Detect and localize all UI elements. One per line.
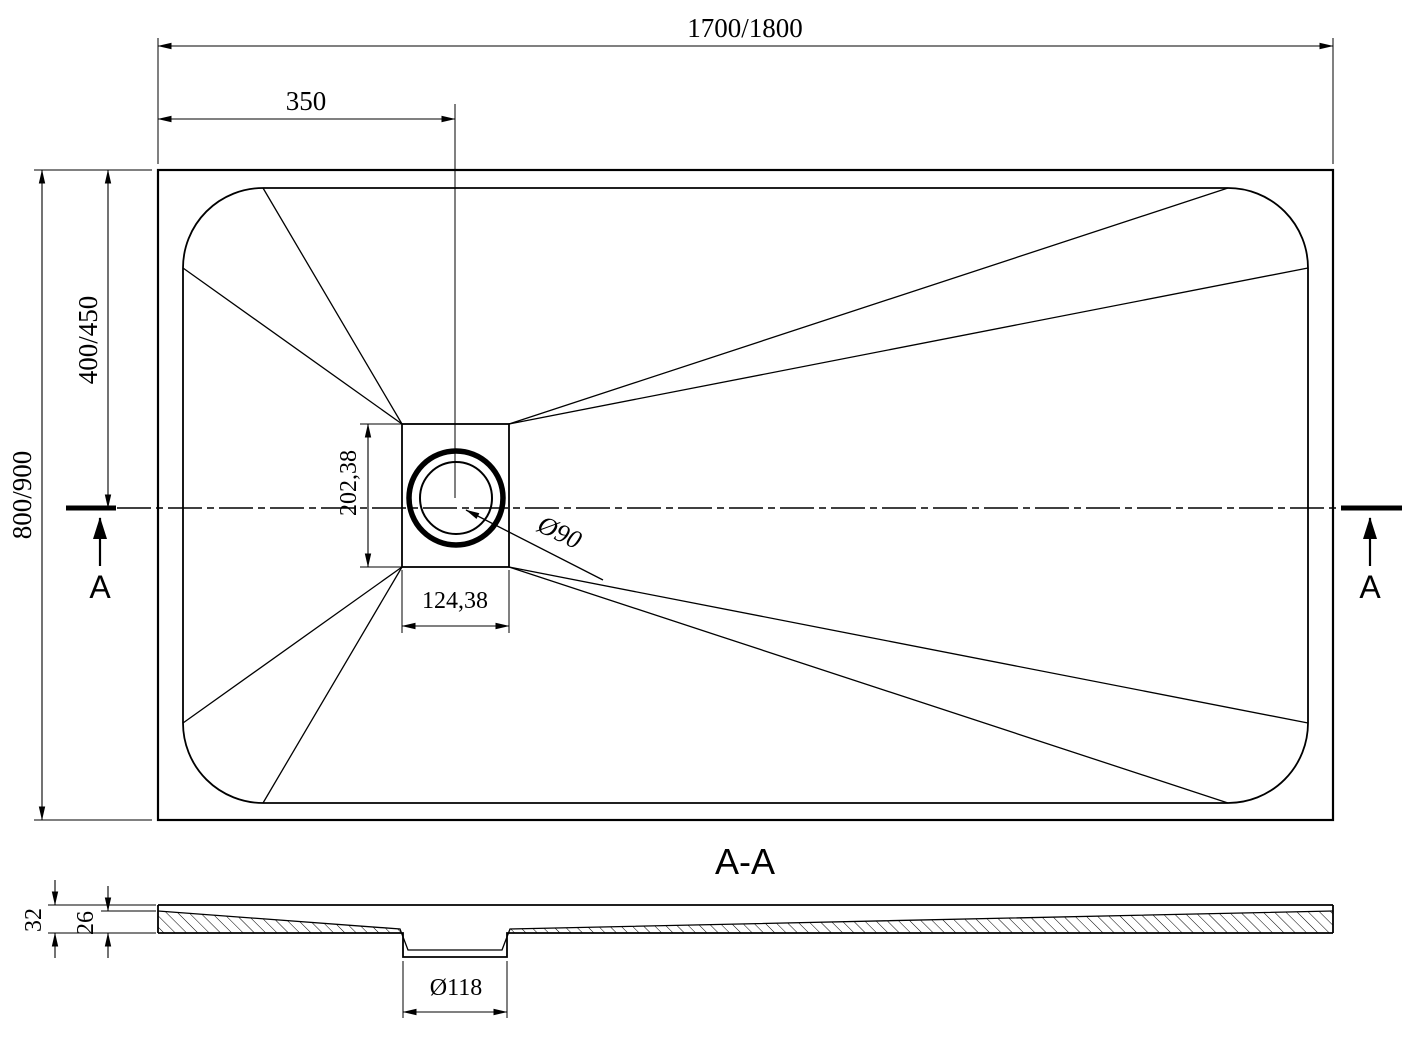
basin-rounded-edge xyxy=(182,187,1309,804)
slope-line xyxy=(508,267,1309,425)
slope-line xyxy=(262,187,403,425)
section-outline xyxy=(157,904,1334,958)
dim-drain-plate-width-label: 124,38 xyxy=(422,588,488,614)
section-view: A-A 32 26 xyxy=(21,841,1334,1018)
section-label-left: A xyxy=(89,569,111,605)
dim-center-offset-label: 400/450 xyxy=(73,296,103,385)
drain-ring-outer xyxy=(406,448,506,548)
section-label-right: A xyxy=(1359,569,1381,605)
dim-height-label: 800/900 xyxy=(7,451,37,540)
hatch-right xyxy=(507,911,1333,933)
top-view: A A 1700/1800 350 800/900 400/450 xyxy=(7,13,1402,822)
dim-width-label: 1700/1800 xyxy=(687,13,803,43)
slope-line xyxy=(508,187,1229,425)
section-bottom-profile xyxy=(158,932,1333,958)
slope-line xyxy=(508,566,1309,724)
slope-line xyxy=(262,566,403,804)
dim-inner-height-label: 26 xyxy=(73,911,99,935)
drain-diameter-leader xyxy=(465,509,604,581)
slope-line xyxy=(182,566,403,724)
section-dimensions: 32 26 Ø118 xyxy=(21,880,508,1018)
drain-ring-inner xyxy=(419,461,493,535)
dim-drain-plate-height-label: 202,38 xyxy=(336,450,362,516)
dim-drain-hole-label: Ø118 xyxy=(430,975,482,1001)
hatch-left xyxy=(158,911,403,933)
slope-line xyxy=(182,267,403,425)
dim-edge-height-label: 32 xyxy=(21,908,47,932)
dim-drain-offset-label: 350 xyxy=(286,86,327,116)
section-markers: A A xyxy=(89,517,1381,605)
slope-lines xyxy=(182,187,1309,804)
section-title: A-A xyxy=(715,841,775,882)
section-sloped-surface xyxy=(157,910,1334,951)
slope-line xyxy=(508,566,1229,804)
tray-outer-edge xyxy=(156,168,1335,822)
top-view-dimensions: 1700/1800 350 800/900 400/450 202,38 124… xyxy=(7,13,1334,821)
